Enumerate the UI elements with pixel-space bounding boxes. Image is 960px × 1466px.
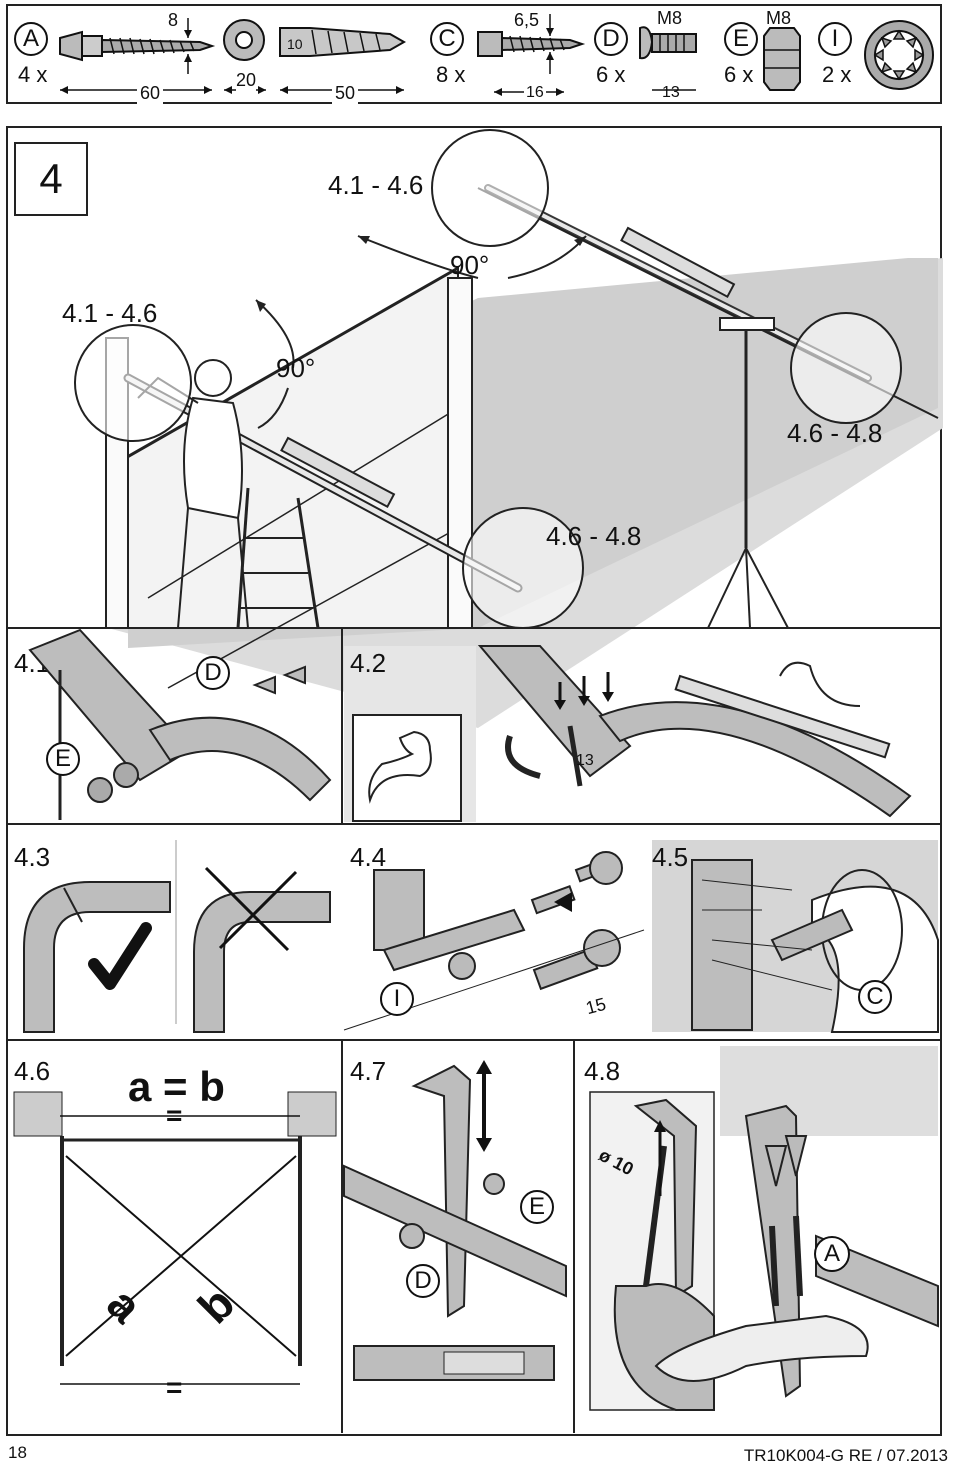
panel-4-6-formula: a = b — [128, 1063, 225, 1110]
document-code: TR10K004-G RE / 07.2013 — [743, 1446, 948, 1465]
part-qty-a: 4 x — [18, 62, 48, 87]
part-qty-i: 2 x — [822, 62, 852, 87]
angle-label-left: 90° — [276, 353, 316, 383]
garage-door-scene — [74, 129, 943, 728]
panel-4-8-tag-a: A — [814, 1236, 850, 1272]
part-qty-c: 8 x — [436, 62, 466, 87]
part-d-dim-top: M8 — [657, 8, 683, 28]
part-e-dim-top: M8 — [766, 8, 792, 28]
screw-a-icon — [59, 18, 216, 94]
dowel-label: 10 — [287, 36, 303, 52]
panel-4-2-dim: 13 — [576, 752, 594, 769]
panel-4-4-tag-i: I — [380, 982, 414, 1016]
panel-4-2-illustration — [477, 645, 912, 818]
panel-4-4-title: 4.4 — [350, 842, 387, 872]
part-letter-e: E — [724, 22, 758, 56]
panel-4-8-illustration — [589, 1091, 939, 1411]
panel-4-7-title: 4.7 — [350, 1056, 387, 1086]
panel-grid — [8, 627, 940, 1433]
panel-4-7-tag-d: D — [406, 1264, 440, 1298]
panel-4-7-tag-e: E — [520, 1190, 554, 1224]
panel-4-4-illustration — [343, 851, 645, 1031]
cross-icon — [240, 900, 241, 901]
step-ref-top: 4.1 - 4.6 — [328, 170, 424, 200]
panel-4-8-title: 4.8 — [584, 1056, 621, 1086]
part-d-dim-bottom: 13 — [662, 84, 680, 101]
part-qty-e: 6 x — [724, 62, 754, 87]
panel-4-7-illustration — [343, 1060, 567, 1381]
panel-4-3-illustration — [23, 866, 331, 1033]
panel-4-5-tag-c: C — [858, 980, 892, 1014]
part-letter-c: C — [430, 22, 464, 56]
step-number-box: 4 — [14, 142, 88, 216]
screw-c-icon — [477, 14, 586, 96]
panel-4-5-illustration — [691, 859, 939, 1033]
panel-4-1-tag-e: E — [46, 742, 80, 776]
washer-icon — [223, 19, 266, 94]
check-icon — [100, 940, 101, 941]
part-a-dim-bottom: 60 — [137, 83, 164, 104]
panel-4-1-tag-d: D — [196, 656, 230, 690]
page-number: 18 — [8, 1443, 27, 1462]
washer-dim: 20 — [236, 70, 257, 91]
step-ref-right: 4.6 - 4.8 — [787, 418, 883, 448]
panel-4-6-title: 4.6 — [14, 1056, 51, 1086]
part-c-dim-bottom: 16 — [524, 84, 546, 102]
flexed-arm-icon — [368, 730, 432, 804]
part-c-dim-top: 6,5 — [514, 10, 540, 30]
dowel-dim: 50 — [332, 83, 359, 104]
part-qty-d: 6 x — [596, 62, 626, 87]
nut-e-icon — [763, 27, 801, 91]
panel-4-6-eq-top: = — [166, 1100, 183, 1131]
part-letter-i: I — [818, 22, 852, 56]
bolt-d-icon — [639, 26, 697, 91]
panel-4-2-title: 4.2 — [350, 648, 387, 678]
panel-4-6-eq-bottom: = — [166, 1372, 183, 1403]
panel-4-6-illustration — [13, 1091, 337, 1385]
panel-4-5-title: 4.5 — [652, 842, 689, 872]
step-ref-mid: 4.6 - 4.8 — [546, 521, 642, 551]
part-letter-d: D — [594, 22, 628, 56]
clip-ring-icon — [864, 20, 934, 90]
angle-label-top: 90° — [450, 250, 490, 280]
step-ref-left: 4.1 - 4.6 — [62, 298, 158, 328]
panel-4-3-title: 4.3 — [14, 842, 51, 872]
part-a-dim-top: 8 — [168, 10, 179, 30]
panel-4-1-illustration — [28, 628, 332, 820]
part-letter-a: A — [14, 22, 48, 56]
